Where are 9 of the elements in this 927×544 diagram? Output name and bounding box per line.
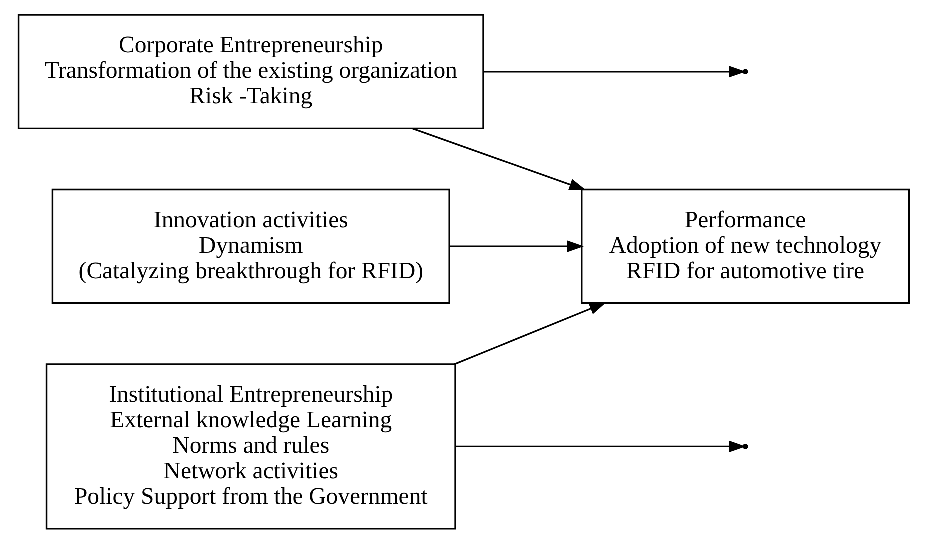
arrow [449, 240, 584, 252]
node-box: Performance Adoption of new technology RFID for automotive tire [580, 188, 910, 304]
node-box: Innovation activities Dynamism (Catalyzing breakthrough for RFID) [51, 188, 450, 304]
arrow [456, 440, 746, 453]
arrow [483, 66, 746, 78]
node-box: Institutional Entrepreneurship External knowledge Learning Norms and rules Network activities Policy Support from the Government [45, 364, 456, 530]
arrow [412, 128, 586, 191]
node-box: Corporate Entrepreneurship Transformation of the existing organization Risk -Taking [17, 14, 484, 130]
arrow [454, 302, 606, 366]
